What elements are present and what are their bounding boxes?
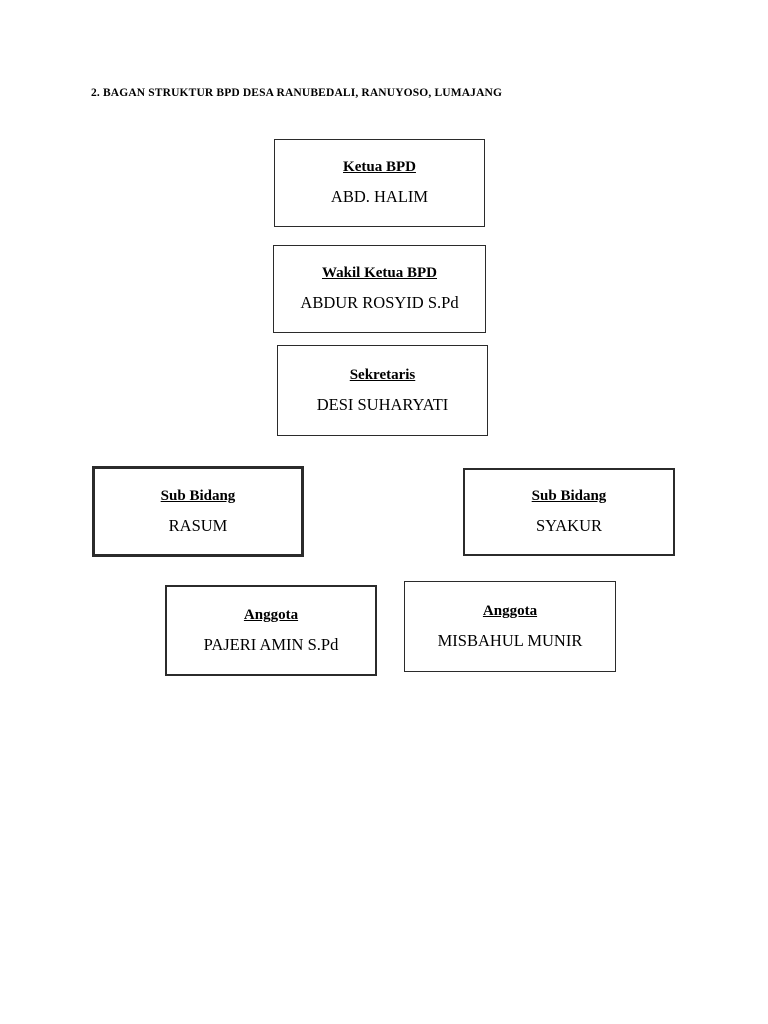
org-node-person: RASUM bbox=[168, 515, 228, 535]
org-node-anggota-pajeri: Anggota PAJERI AMIN S.Pd bbox=[165, 585, 377, 676]
page-title: 2. BAGAN STRUKTUR BPD DESA RANUBEDALI, R… bbox=[91, 87, 503, 99]
org-node-role: Anggota bbox=[482, 602, 538, 619]
org-node-wakil-ketua: Wakil Ketua BPD ABDUR ROSYID S.Pd bbox=[273, 245, 486, 333]
org-node-role: Ketua BPD bbox=[343, 159, 416, 176]
org-node-role: Wakil Ketua BPD bbox=[321, 265, 437, 282]
org-node-ketua: Ketua BPD ABD. HALIM bbox=[274, 139, 485, 227]
org-node-role: Anggota bbox=[243, 606, 299, 623]
org-node-role: Sub Bidang bbox=[160, 487, 236, 504]
org-node-sub-bidang-rasum: Sub Bidang RASUM bbox=[92, 466, 304, 557]
org-node-sub-bidang-syakur: Sub Bidang SYAKUR bbox=[463, 468, 675, 556]
org-node-person: SYAKUR bbox=[535, 516, 603, 536]
org-node-person: PAJERI AMIN S.Pd bbox=[203, 634, 339, 654]
org-node-role: Sub Bidang bbox=[531, 488, 607, 505]
org-node-person: MISBAHUL MUNIR bbox=[437, 630, 583, 650]
org-node-person: ABDUR ROSYID S.Pd bbox=[300, 293, 459, 313]
org-node-sekretaris: Sekretaris DESI SUHARYATI bbox=[277, 345, 488, 436]
org-node-person: DESI SUHARYATI bbox=[316, 394, 449, 414]
org-node-anggota-misbahul: Anggota MISBAHUL MUNIR bbox=[404, 581, 616, 672]
org-node-role: Sekretaris bbox=[349, 366, 416, 383]
org-node-person: ABD. HALIM bbox=[330, 187, 429, 207]
